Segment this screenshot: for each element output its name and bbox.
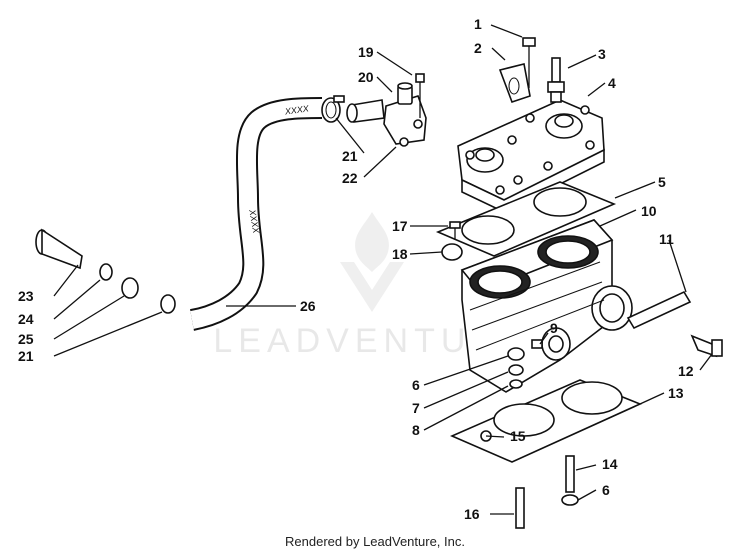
fitting-23 [35,228,83,270]
callout-18: 18 [392,246,408,262]
callout-10: 10 [641,203,657,219]
screw-19 [415,73,425,118]
callout-8: 8 [412,422,420,438]
callout-25: 25 [18,331,34,347]
callout-11: 11 [659,231,674,247]
callout-numbers: 1 2 3 4 5 10 11 12 13 14 6 16 15 9 6 7 8… [18,16,694,522]
washer-24 [99,263,113,281]
callout-21b: 21 [18,348,34,364]
callout-1: 1 [474,16,482,32]
base-gasket [449,379,643,463]
callout-5: 5 [658,174,666,190]
callout-26: 26 [300,298,316,314]
callout-3: 3 [598,46,606,62]
callout-14: 14 [602,456,618,472]
stud-14 [565,455,575,493]
fitting-12 [690,334,723,358]
callout-6b: 6 [602,482,610,498]
callout-19: 19 [358,44,374,60]
spark-plug [547,57,565,103]
footer-credit: Rendered by LeadVenture, Inc. [285,534,465,549]
callout-13: 13 [668,385,684,401]
small-parts-6-9 [507,339,543,389]
bracket-11 [626,290,692,330]
stud-16 [515,487,525,529]
clamp-21-lower [160,294,176,314]
callout-7: 7 [412,400,420,416]
head-bolt-1 [522,37,536,88]
bleed-valve [346,82,427,147]
screw-17 [449,221,461,240]
callout-12: 12 [678,363,694,379]
gear-25 [121,277,139,299]
callout-2: 2 [474,40,482,56]
hose-mark-top: XXXX [283,103,310,117]
hose-assembly: XXXX XXXX [189,97,323,331]
coolant-hose-inner [190,99,323,329]
callout-4: 4 [608,75,616,91]
callout-21a: 21 [342,148,358,164]
callout-23: 23 [18,288,34,304]
callout-16: 16 [464,506,480,522]
callout-9: 9 [550,320,558,336]
nut-6 [561,494,579,506]
hose-mark-middle: XXXX [247,208,261,235]
head-gasket [435,181,617,257]
spacer-18 [441,243,463,261]
leader-lines [53,24,713,515]
bracket-2 [498,63,531,104]
callout-6a: 6 [412,377,420,393]
cylinder-block [460,219,633,393]
callout-17: 17 [392,218,408,234]
callout-24: 24 [18,311,34,327]
callout-22: 22 [342,170,358,186]
callout-20: 20 [358,69,374,85]
watermark-flame-icon [355,212,389,272]
hose-clamp-upper [321,95,345,123]
watermark-chevron-icon [340,262,404,312]
callout-15: 15 [510,428,526,444]
